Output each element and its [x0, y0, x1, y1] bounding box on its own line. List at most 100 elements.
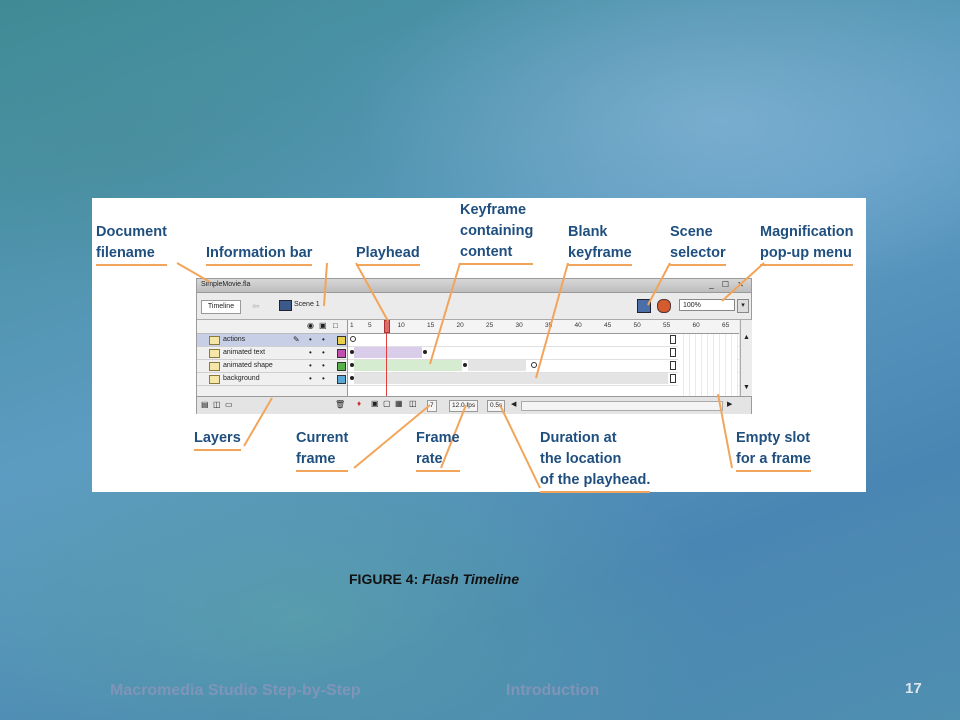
- shape-tween-span[interactable]: [354, 360, 462, 371]
- lock-dot[interactable]: •: [322, 374, 325, 383]
- visibility-dot[interactable]: •: [309, 361, 312, 370]
- magnification-dropdown-icon[interactable]: ▾: [737, 299, 749, 313]
- leader-magnification: [721, 262, 765, 302]
- frame-span[interactable]: [468, 360, 526, 371]
- layers-column: ◉ ▣ □ actions ✎ • • animated text • •: [197, 320, 348, 396]
- scene-label: Scene 1: [294, 301, 320, 308]
- end-frame-marker[interactable]: [670, 335, 676, 344]
- scroll-down-icon[interactable]: ▼: [743, 384, 750, 391]
- lock-dot[interactable]: •: [322, 361, 325, 370]
- layer-color-swatch[interactable]: [337, 336, 346, 345]
- visibility-dot[interactable]: •: [309, 335, 312, 344]
- elapsed-time-field: 0.5s: [487, 400, 506, 412]
- blank-keyframe-marker[interactable]: [531, 362, 537, 368]
- modify-markers-icon[interactable]: ◫: [409, 399, 417, 408]
- edit-scene-icon[interactable]: [637, 299, 651, 313]
- leader-keyframe-content: [429, 262, 461, 365]
- edit-symbol-icon[interactable]: [657, 299, 671, 313]
- lock-dot[interactable]: •: [322, 348, 325, 357]
- leader-information-bar: [323, 262, 328, 307]
- layer-name: background: [223, 375, 260, 382]
- ruler-number: 45: [604, 322, 612, 329]
- layer-row-animated-shape[interactable]: animated shape • •: [197, 360, 347, 373]
- layer-color-swatch[interactable]: [337, 362, 346, 371]
- ruler-number: 40: [574, 322, 582, 329]
- keyframe-marker[interactable]: [350, 363, 354, 367]
- timeline-toggle-button[interactable]: Timeline: [201, 300, 241, 314]
- layer-name: animated text: [223, 349, 266, 356]
- callout-playhead: Playhead: [356, 243, 420, 266]
- vertical-scrollbar[interactable]: ▲ ▼: [740, 320, 752, 396]
- visibility-dot[interactable]: •: [309, 374, 312, 383]
- visibility-dot[interactable]: •: [309, 348, 312, 357]
- magnification-input[interactable]: 100%: [679, 299, 735, 311]
- horizontal-scrollbar[interactable]: [521, 401, 723, 411]
- ruler-number: 30: [515, 322, 523, 329]
- frame-row-background[interactable]: [348, 373, 739, 386]
- layer-color-swatch[interactable]: [337, 375, 346, 384]
- information-bar: Timeline ⇦ Scene 1 100% ▾: [197, 293, 751, 320]
- trash-icon[interactable]: 🗑: [335, 400, 346, 409]
- leader-duration: [499, 404, 541, 489]
- ruler-number: 1: [350, 322, 354, 329]
- scroll-right-icon[interactable]: ▶: [727, 401, 733, 408]
- scroll-up-icon[interactable]: ▲: [743, 334, 750, 341]
- insert-layer-icon[interactable]: ▤: [201, 400, 209, 409]
- outline-icon[interactable]: □: [333, 321, 338, 330]
- layer-row-actions[interactable]: actions ✎ • •: [197, 334, 347, 347]
- layer-color-swatch[interactable]: [337, 349, 346, 358]
- callout-frame-rate: Frame rate: [416, 428, 460, 472]
- layer-row-background[interactable]: background • •: [197, 373, 347, 386]
- lock-dot[interactable]: •: [322, 335, 325, 344]
- leader-scene-selector: [647, 262, 671, 306]
- layer-icon: [209, 336, 220, 345]
- pencil-icon: ✎: [293, 335, 300, 344]
- back-arrow-icon[interactable]: ⇦: [252, 301, 260, 311]
- figure-caption-title: Flash Timeline: [422, 571, 520, 587]
- layer-icon: [209, 349, 220, 358]
- layer-name: actions: [223, 336, 246, 343]
- end-frame-marker[interactable]: [670, 374, 676, 383]
- footer-book-title: Macromedia Studio Step-by-Step: [110, 682, 361, 699]
- keyframe-marker[interactable]: [350, 376, 354, 380]
- callout-document-filename: Document filename: [96, 222, 167, 266]
- callout-duration: Duration at the location of the playhead…: [540, 428, 651, 493]
- frame-span[interactable]: [354, 373, 668, 384]
- callout-magnification: Magnification pop-up menu: [760, 222, 854, 266]
- ruler-number: 5: [368, 322, 372, 329]
- end-frame-marker[interactable]: [670, 361, 676, 370]
- empty-frame-slots[interactable]: [678, 334, 738, 396]
- leader-blank-keyframe: [535, 262, 569, 379]
- layer-row-animated-text[interactable]: animated text • •: [197, 347, 347, 360]
- ruler-number: 60: [692, 322, 700, 329]
- footer-section: Introduction: [506, 682, 600, 699]
- center-frame-icon[interactable]: ♦: [357, 399, 362, 408]
- document-title-bar: SimpleMovie.fla _ ☐ ✕: [197, 279, 751, 293]
- blank-keyframe-marker[interactable]: [350, 336, 356, 342]
- leader-layers: [243, 397, 273, 447]
- callout-keyframe-content: Keyframe containing content: [460, 200, 534, 265]
- eye-icon[interactable]: ◉: [307, 321, 314, 330]
- frame-row-animated-shape[interactable]: [348, 360, 739, 373]
- keyframe-marker[interactable]: [350, 350, 354, 354]
- edit-multiple-frames-icon[interactable]: ▦: [395, 399, 403, 408]
- onion-skin-icon[interactable]: ▣: [371, 399, 379, 408]
- tween-span[interactable]: [354, 347, 422, 358]
- keyframe-marker[interactable]: [423, 350, 427, 354]
- scroll-left-icon[interactable]: ◀: [511, 401, 517, 408]
- ruler-number: 10: [397, 322, 405, 329]
- insert-folder-icon[interactable]: ▭: [225, 400, 233, 409]
- onion-outline-icon[interactable]: ▢: [383, 399, 391, 408]
- lock-icon[interactable]: ▣: [319, 321, 327, 330]
- document-filename: SimpleMovie.fla: [201, 281, 251, 288]
- end-frame-marker[interactable]: [670, 348, 676, 357]
- window-buttons[interactable]: _ ☐ ✕: [709, 280, 747, 289]
- add-guide-layer-icon[interactable]: ◫: [213, 400, 221, 409]
- keyframe-marker[interactable]: [463, 363, 467, 367]
- callout-scene-selector: Scene selector: [670, 222, 726, 266]
- frame-row-actions[interactable]: [348, 334, 739, 347]
- layer-icon: [209, 375, 220, 384]
- frame-row-animated-text[interactable]: [348, 347, 739, 360]
